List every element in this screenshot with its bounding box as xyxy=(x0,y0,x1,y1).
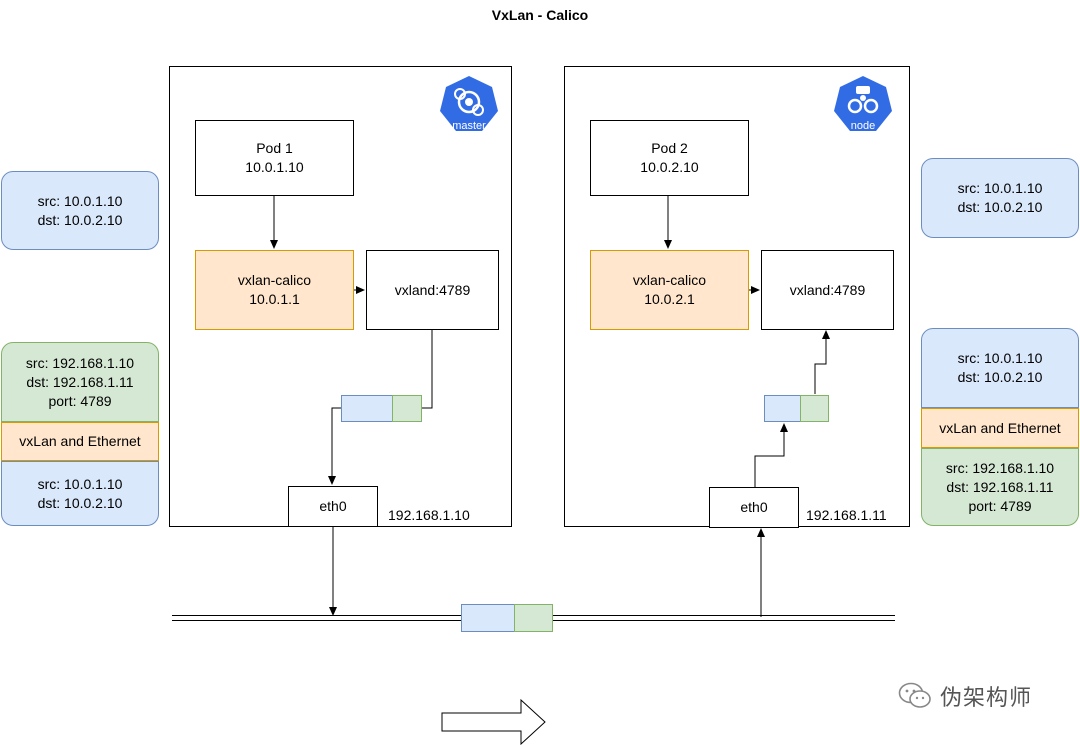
right-outer-port: port: 4789 xyxy=(968,497,1032,514)
left-inner-packet: src: 10.0.1.10 dst: 10.0.2.10 xyxy=(1,171,159,250)
vxland-master-label: vxland:4789 xyxy=(394,281,471,298)
vxland-node-label: vxland:4789 xyxy=(789,281,866,298)
right-outer-header: src: 192.168.1.10 dst: 192.168.1.11 port… xyxy=(921,448,1079,526)
vxland-node-box: vxland:4789 xyxy=(761,250,894,330)
left-inner-src: src: 10.0.1.10 xyxy=(37,192,123,209)
pod1-name: Pod 1 xyxy=(256,140,293,156)
right-inner-packet: src: 10.0.1.10 dst: 10.0.2.10 xyxy=(921,158,1079,238)
vxlan-calico-master-ip: 10.0.1.1 xyxy=(249,291,300,307)
kubernetes-master-icon: master xyxy=(432,70,506,144)
right-encap-text: vxLan and Ethernet xyxy=(939,419,1061,436)
left-payload: src: 10.0.1.10 dst: 10.0.2.10 xyxy=(1,461,159,526)
arrow-packet-to-eth0-master xyxy=(328,407,341,485)
watermark-text: 伪架构师 xyxy=(940,686,1033,711)
pod2-box: Pod 2 10.0.2.10 xyxy=(590,120,749,196)
pod1-ip: 10.0.1.10 xyxy=(245,159,304,175)
right-encap-label: vxLan and Ethernet xyxy=(921,408,1079,448)
left-outer-dst: dst: 192.168.1.11 xyxy=(26,373,134,390)
packet-green-wire xyxy=(514,604,553,632)
arrow-packet-to-vxland-node xyxy=(814,330,830,394)
right-arrow-outline-icon xyxy=(441,698,546,745)
master-host-ip: 192.168.1.10 xyxy=(388,507,470,523)
arrow-eth0-to-packet-node xyxy=(754,423,788,487)
eth0-master-label: eth0 xyxy=(319,498,347,514)
right-payload-dst: dst: 10.0.2.10 xyxy=(957,369,1043,385)
kubernetes-node-icon: node xyxy=(826,70,900,144)
right-outer-src: src: 192.168.1.10 xyxy=(945,459,1055,476)
packet-blue-node xyxy=(764,395,801,422)
eth0-node-box: eth0 xyxy=(709,487,799,528)
pod1-box: Pod 1 10.0.1.10 xyxy=(195,120,354,196)
node-host-ip: 192.168.1.11 xyxy=(806,507,887,523)
wire-vxland-to-packet-master xyxy=(422,330,433,409)
left-encap-label: vxLan and Ethernet xyxy=(1,422,159,461)
right-outer-dst: dst: 192.168.1.11 xyxy=(946,478,1054,495)
wechat-icon xyxy=(898,682,931,708)
diagram-title: VxLan - Calico xyxy=(491,7,589,23)
watermark: 伪架构师 xyxy=(898,676,1032,716)
left-payload-src: src: 10.0.1.10 xyxy=(37,475,123,492)
left-inner-dst: dst: 10.0.2.10 xyxy=(37,211,123,228)
left-outer-port: port: 4789 xyxy=(48,392,112,409)
vxland-master-box: vxland:4789 xyxy=(366,250,499,330)
vxlan-calico-node-box: vxlan-calico 10.0.2.1 xyxy=(590,250,749,330)
vxlan-calico-node-ip: 10.0.2.1 xyxy=(644,291,695,307)
pod2-ip: 10.0.2.10 xyxy=(640,159,699,175)
packet-green-master xyxy=(392,395,422,422)
vxlan-calico-master-box: vxlan-calico 10.0.1.1 xyxy=(195,250,354,330)
vxlan-calico-node-name: vxlan-calico xyxy=(632,272,707,288)
packet-green-node xyxy=(800,395,829,422)
pod2-name: Pod 2 xyxy=(651,140,688,156)
packet-blue-wire xyxy=(461,604,515,632)
master-badge-label: master xyxy=(452,120,486,132)
left-encap-text: vxLan and Ethernet xyxy=(19,433,141,449)
right-payload: src: 10.0.1.10 dst: 10.0.2.10 xyxy=(921,328,1079,408)
node-badge-label: node xyxy=(851,120,875,132)
left-payload-dst: dst: 10.0.2.10 xyxy=(37,494,123,511)
vxlan-calico-master-name: vxlan-calico xyxy=(237,272,312,288)
eth0-node-label: eth0 xyxy=(740,499,768,515)
right-inner-dst: dst: 10.0.2.10 xyxy=(957,199,1043,215)
left-outer-src: src: 192.168.1.10 xyxy=(25,354,135,371)
left-outer-header: src: 192.168.1.10 dst: 192.168.1.11 port… xyxy=(1,342,159,422)
eth0-master-box: eth0 xyxy=(288,486,378,527)
packet-blue-master xyxy=(341,395,393,422)
right-inner-src: src: 10.0.1.10 xyxy=(957,180,1043,196)
right-payload-src: src: 10.0.1.10 xyxy=(957,350,1043,366)
